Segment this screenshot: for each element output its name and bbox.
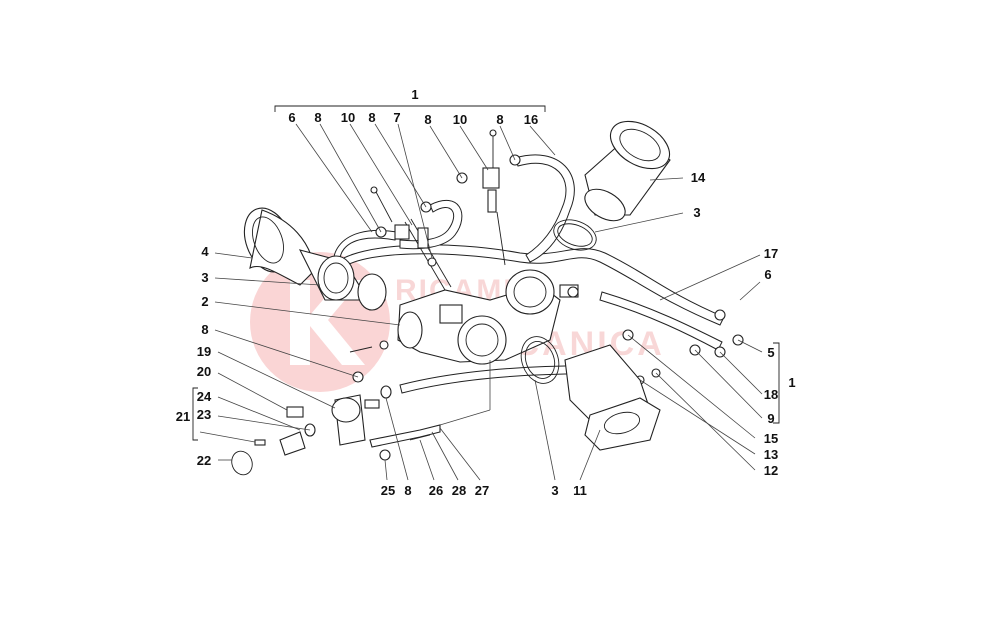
callout-1: 1	[788, 375, 796, 390]
callout-22: 22	[196, 453, 212, 468]
callout-19: 19	[196, 344, 212, 359]
callout-3: 3	[693, 205, 701, 220]
callout-10: 10	[340, 110, 356, 125]
callout-14: 14	[690, 170, 706, 185]
fuel-rail	[370, 129, 506, 291]
callout-17: 17	[763, 246, 779, 261]
callout-7: 7	[393, 110, 401, 125]
callout-15: 15	[763, 431, 779, 446]
callout-8: 8	[496, 112, 504, 127]
callout-6: 6	[288, 110, 296, 125]
callout-16: 16	[523, 112, 539, 127]
callout-8: 8	[201, 322, 209, 337]
sensor-housing	[231, 394, 380, 476]
leader-lines	[199, 123, 763, 481]
callout-26: 26	[428, 483, 444, 498]
callout-20: 20	[196, 364, 212, 379]
callout-21: 21	[175, 409, 191, 424]
callout-18: 18	[763, 387, 779, 402]
callout-8: 8	[404, 483, 412, 498]
right-group-bracket	[773, 342, 780, 424]
callout-2: 2	[201, 294, 209, 309]
callout-4: 4	[201, 244, 209, 259]
callout-3: 3	[551, 483, 559, 498]
callout-8: 8	[424, 112, 432, 127]
callout-13: 13	[763, 447, 779, 462]
velocity-stack-right	[584, 120, 671, 222]
velocity-stack-left	[243, 207, 316, 286]
callout-10: 10	[452, 112, 468, 127]
clamp-lower	[520, 336, 560, 384]
callout-28: 28	[451, 483, 467, 498]
top-group-bracket	[274, 105, 546, 112]
clamp-right	[553, 219, 597, 251]
callout-5: 5	[767, 345, 775, 360]
intake-manifold	[564, 344, 661, 451]
rubber-boot-left	[298, 249, 387, 311]
callout-6: 6	[764, 267, 772, 282]
throttle-body	[397, 269, 579, 365]
callout-12: 12	[763, 463, 779, 478]
callout-3: 3	[201, 270, 209, 285]
callout-25: 25	[380, 483, 396, 498]
callout-27: 27	[474, 483, 490, 498]
left-group-bracket	[192, 387, 198, 441]
callout-24: 24	[196, 389, 212, 404]
callout-8: 8	[368, 110, 376, 125]
mounting-bracket	[369, 424, 441, 448]
callout-11: 11	[573, 483, 587, 498]
callout-23: 23	[196, 407, 212, 422]
callout-9: 9	[767, 411, 775, 426]
callout-top-1: 1	[411, 87, 419, 102]
callout-8: 8	[314, 110, 322, 125]
